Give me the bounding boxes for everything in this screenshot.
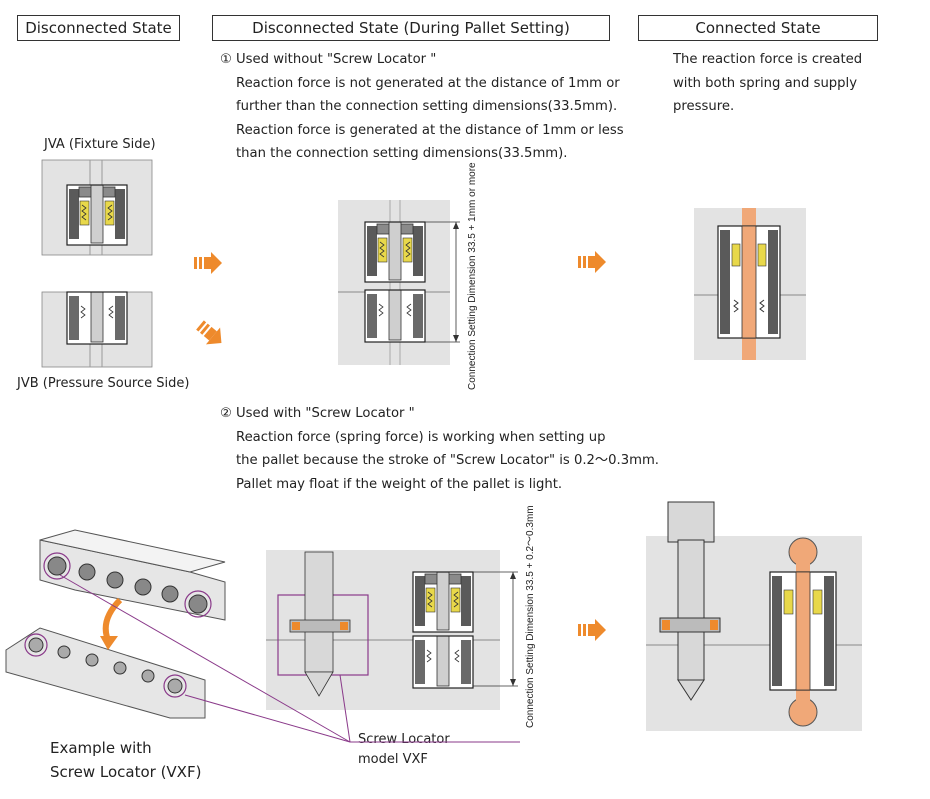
connected-text: The reaction force is created with both … bbox=[673, 48, 862, 119]
jvb-pressure-source-side bbox=[41, 291, 153, 368]
jvb-label: JVB (Pressure Source Side) bbox=[17, 376, 190, 391]
header-disconnected: Disconnected State bbox=[17, 15, 180, 41]
connected-line: The reaction force is created bbox=[673, 52, 863, 67]
case2-line: the pallet because the stroke of "Screw … bbox=[236, 453, 659, 468]
arrow-down-right-icon bbox=[192, 316, 229, 352]
case2-line: Reaction force (spring force) is working… bbox=[236, 429, 606, 445]
pallet-setting-diagram-2 bbox=[59, 550, 520, 743]
case1-title: ① Used without "Screw Locator " bbox=[220, 52, 437, 67]
jva-label: JVA (Fixture Side) bbox=[44, 137, 156, 152]
arrow-right-icon bbox=[578, 619, 606, 641]
example-line-1: Example with bbox=[50, 739, 152, 757]
case2-title: ② Used with "Screw Locator " bbox=[220, 406, 415, 421]
screw-locator-model-label: model VXF bbox=[358, 752, 428, 767]
arrow-right-icon bbox=[194, 252, 222, 274]
arrow-right-icon bbox=[578, 251, 606, 273]
case1-line: further than the connection setting dime… bbox=[236, 99, 618, 114]
header-connected: Connected State bbox=[638, 15, 878, 41]
case1-line: Reaction force is generated at the dista… bbox=[236, 122, 624, 138]
screw-locator-label: Screw Locator bbox=[358, 732, 450, 747]
case1-text: ① Used without "Screw Locator " Reaction… bbox=[220, 48, 624, 166]
screw-locator-example-illustration bbox=[5, 529, 226, 719]
case1-line: Reaction force is not generated at the d… bbox=[236, 75, 620, 91]
connected-line: with both spring and supply bbox=[673, 75, 858, 91]
connected-line: pressure. bbox=[673, 99, 735, 114]
connected-diagram bbox=[694, 208, 806, 360]
example-line-2: Screw Locator (VXF) bbox=[50, 763, 202, 781]
case2-text: ② Used with "Screw Locator " Reaction fo… bbox=[220, 402, 659, 496]
case1-line: than the connection setting dimensions(3… bbox=[236, 146, 568, 161]
case2-line: Pallet may float if the weight of the pa… bbox=[236, 476, 563, 492]
pallet-setting-diagram-1 bbox=[338, 200, 460, 365]
example-caption: Example with Screw Locator (VXF) bbox=[50, 736, 201, 784]
connected-diagram-2 bbox=[646, 501, 862, 731]
jva-fixture-side bbox=[41, 159, 153, 256]
header-during-pallet: Disconnected State (During Pallet Settin… bbox=[212, 15, 610, 41]
